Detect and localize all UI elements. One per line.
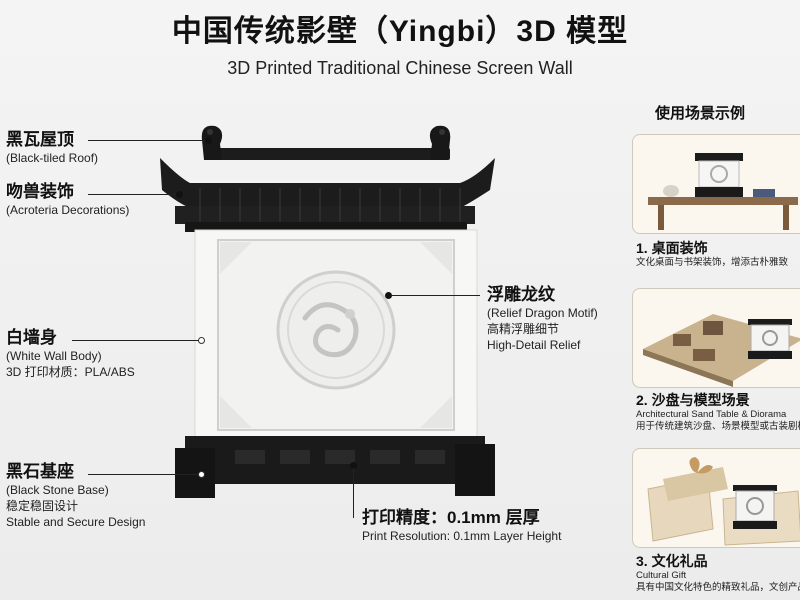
acroteria-marker-dot <box>176 191 183 198</box>
base-label-zh2: 稳定稳固设计 <box>6 499 79 513</box>
black-tiled-roof <box>160 148 495 232</box>
usage-3-title: 3. 文化礼品 <box>636 553 708 569</box>
wall-material: 3D 打印材质：PLA/ABS <box>6 365 135 379</box>
base-label-zh: 黑石基座 <box>6 462 74 481</box>
usage-title: 使用场景示例 <box>655 105 746 122</box>
callout-roof: 黑瓦屋顶 (Black-tiled Roof) <box>6 130 98 166</box>
desk-scene-illustration <box>648 153 798 230</box>
roof-leader-line <box>88 140 208 141</box>
acroteria-leader-line <box>88 194 180 195</box>
relief-dragon-medallion <box>276 270 396 390</box>
acroteria-label-en: (Acroteria Decorations) <box>6 203 130 217</box>
page-subtitle: 3D Printed Traditional Chinese Screen Wa… <box>227 58 573 78</box>
usage-card-desktop <box>632 134 800 234</box>
usage-3-line1: Cultural Gift <box>636 570 687 581</box>
dragon-marker-dot <box>385 292 392 299</box>
usage-label-2: 2. 沙盘与模型场景 Architectural Sand Table & Di… <box>636 392 800 433</box>
usage-label-1: 1. 桌面装饰 文化桌面与书架装饰，增添古朴雅致 <box>636 240 788 269</box>
dragon-label-en2: High-Detail Relief <box>487 338 581 352</box>
dragon-label-zh: 浮雕龙纹 <box>487 285 555 304</box>
base-marker-dot <box>198 471 205 478</box>
usage-1-title: 1. 桌面装饰 <box>636 240 708 256</box>
callout-wall: 白墙身 (White Wall Body) 3D 打印材质：PLA/ABS <box>6 328 135 380</box>
usage-1-line1: 文化桌面与书架装饰，增添古朴雅致 <box>636 257 789 268</box>
resolution-leader-line <box>353 468 354 518</box>
wall-label-en: (White Wall Body) <box>6 349 102 363</box>
resolution-label-zh: 打印精度：0.1mm 层厚 <box>362 508 540 527</box>
base-leader-line <box>88 474 200 475</box>
acroteria-label-zh: 吻兽装饰 <box>6 182 74 201</box>
callout-base: 黑石基座 (Black Stone Base) 稳定稳固设计 Stable an… <box>6 462 145 530</box>
acroteria-ornaments <box>201 125 451 160</box>
resolution-label-en: Print Resolution: 0.1mm Layer Height <box>362 529 562 543</box>
dragon-label-en: (Relief Dragon Motif) <box>487 306 598 320</box>
usage-label-3: 3. 文化礼品 Cultural Gift 具有中国文化特色的精致礼品，文创产品 <box>636 553 800 594</box>
wall-leader-line <box>72 340 200 341</box>
callout-dragon: 浮雕龙纹 (Relief Dragon Motif) 高精浮雕细节 High-D… <box>487 285 598 353</box>
callout-acroteria: 吻兽装饰 (Acroteria Decorations) <box>6 182 129 218</box>
wall-label-zh: 白墙身 <box>6 328 57 347</box>
usage-2-title: 2. 沙盘与模型场景 <box>636 392 750 408</box>
usage-card-diorama <box>632 288 800 388</box>
roof-marker-dot <box>205 137 212 144</box>
screen-wall-model <box>140 118 520 523</box>
usage-card-gift <box>632 448 800 548</box>
usage-3-line2: 具有中国文化特色的精致礼品，文创产品 <box>636 582 800 593</box>
page-title: 中国传统影壁（Yingbi）3D 模型 <box>171 15 629 48</box>
base-label-en2: Stable and Secure Design <box>6 515 146 529</box>
wall-marker-dot <box>198 337 205 344</box>
base-label-en: (Black Stone Base) <box>6 483 109 497</box>
diorama-illustration <box>643 314 800 387</box>
roof-label-zh: 黑瓦屋顶 <box>6 130 74 149</box>
resolution-marker-dot <box>350 462 357 469</box>
screen-wall-illustration <box>160 125 495 498</box>
dragon-leader-line <box>392 295 480 296</box>
roof-label-en: (Black-tiled Roof) <box>6 151 99 165</box>
dragon-label-zh2: 高精浮雕细节 <box>487 322 560 336</box>
black-stone-base <box>175 436 495 498</box>
callout-resolution: 打印精度：0.1mm 层厚 Print Resolution: 0.1mm La… <box>362 508 561 544</box>
gift-box-illustration <box>647 457 800 546</box>
usage-2-line2: 用于传统建筑沙盘、场景模型或古装剧模型 <box>636 421 800 432</box>
usage-2-line1: Architectural Sand Table & Diorama <box>636 409 787 420</box>
